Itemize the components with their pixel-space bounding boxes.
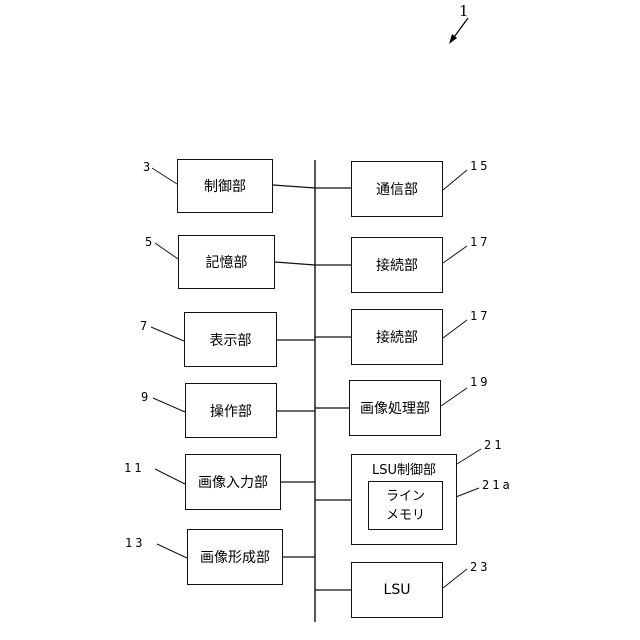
ref-7: 7 xyxy=(140,319,150,333)
ref-9: 9 xyxy=(141,390,151,404)
leader-23 xyxy=(443,569,467,588)
leader-7 xyxy=(151,327,184,341)
block-storage: 記憶部 xyxy=(178,235,275,289)
block-image-forming-label: 画像形成部 xyxy=(200,547,270,567)
ref-11: 11 xyxy=(124,461,144,475)
block-connection-1-label: 接続部 xyxy=(376,255,418,275)
ref-21a: 21a xyxy=(482,478,513,492)
leader-5 xyxy=(155,243,178,259)
ref-19: 19 xyxy=(470,375,490,389)
block-operation-label: 操作部 xyxy=(210,401,252,421)
block-line-memory: ライン メモリ xyxy=(368,481,443,530)
leader-13 xyxy=(157,544,187,558)
leader-11 xyxy=(155,469,185,484)
block-connection-1: 接続部 xyxy=(351,237,443,293)
block-image-processing: 画像処理部 xyxy=(349,380,441,436)
block-communication: 通信部 xyxy=(351,161,443,217)
block-storage-label: 記憶部 xyxy=(206,252,248,272)
ref-23: 23 xyxy=(470,560,490,574)
ref-3: 3 xyxy=(143,160,153,174)
block-lsu-label: LSU xyxy=(384,582,411,598)
ref-13: 13 xyxy=(125,536,145,550)
block-communication-label: 通信部 xyxy=(376,179,418,199)
line-memory-label-2: メモリ xyxy=(386,506,425,525)
ref-17a: 17 xyxy=(470,235,490,249)
block-image-processing-label: 画像処理部 xyxy=(360,398,430,418)
block-image-input: 画像入力部 xyxy=(185,454,281,510)
ref-5: 5 xyxy=(145,235,155,249)
ref-17b: 17 xyxy=(470,309,490,323)
leader-21 xyxy=(457,449,481,464)
block-connection-2: 接続部 xyxy=(351,309,443,365)
leader-19 xyxy=(441,388,467,406)
block-display: 表示部 xyxy=(184,312,277,367)
leader-3 xyxy=(152,168,177,184)
block-control-label: 制御部 xyxy=(204,176,246,196)
block-lsu: LSU xyxy=(351,562,443,618)
block-connection-2-label: 接続部 xyxy=(376,327,418,347)
leader-17a xyxy=(443,246,467,263)
connector-storage xyxy=(275,262,315,265)
line-memory-label-1: ライン xyxy=(386,487,425,506)
block-operation: 操作部 xyxy=(185,383,277,438)
figure-number: 1 xyxy=(459,2,469,20)
connector-control xyxy=(273,185,315,188)
block-control: 制御部 xyxy=(177,159,273,213)
ref-21: 21 xyxy=(484,438,504,452)
leader-15 xyxy=(443,170,467,190)
block-display-label: 表示部 xyxy=(210,330,252,350)
block-image-input-label: 画像入力部 xyxy=(198,472,268,492)
ref-15: 15 xyxy=(470,159,490,173)
leader-9 xyxy=(153,398,185,412)
block-lsu-control-label: LSU制御部 xyxy=(372,459,436,478)
block-image-forming: 画像形成部 xyxy=(187,529,283,585)
leader-17b xyxy=(443,320,467,338)
